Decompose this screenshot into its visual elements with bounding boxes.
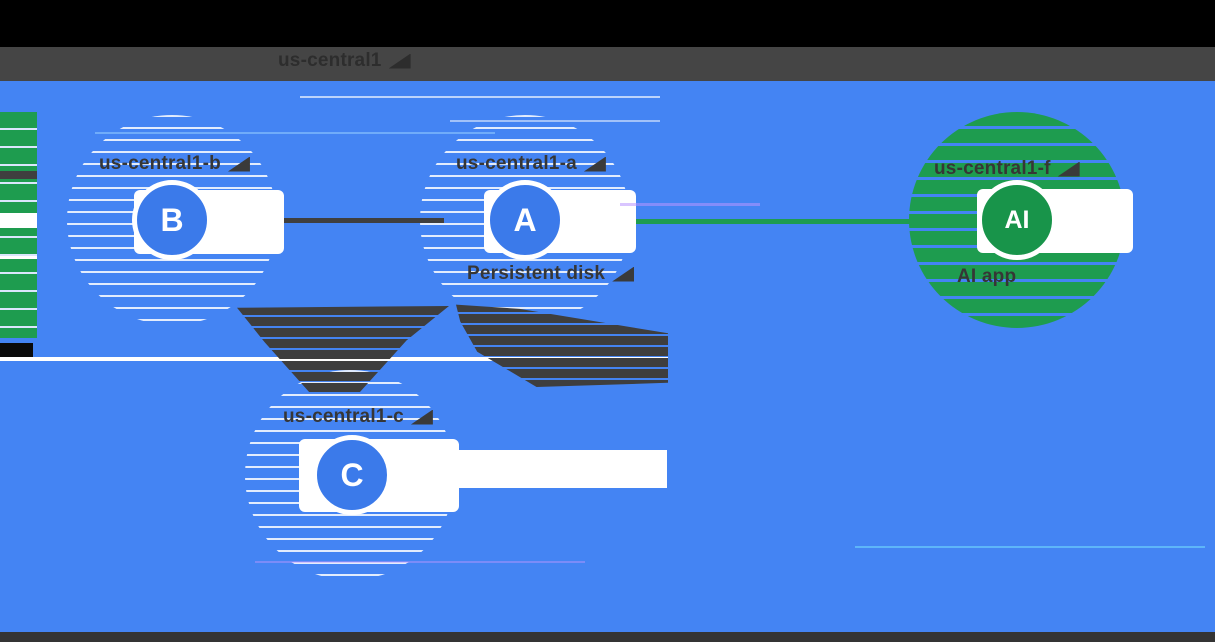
glitch-line <box>95 132 495 134</box>
pill-band-c-extension <box>455 450 667 488</box>
glitch-triangle-icon <box>1057 161 1080 177</box>
instance-node-c: C <box>312 435 392 515</box>
connector-a-ai <box>634 219 910 224</box>
region-title: us-central1 <box>278 50 411 72</box>
glitch-line <box>620 203 760 206</box>
glitch-line <box>855 546 1205 548</box>
instance-node-a: A <box>485 180 565 260</box>
instance-letter-c: C <box>340 456 364 493</box>
app-label-ai-text: AI app <box>957 266 1017 287</box>
instance-node-b: B <box>132 180 212 260</box>
zone-label-f: us-central1-f <box>934 158 1080 180</box>
region-header-bar <box>0 47 1215 81</box>
zone-label-f-text: us-central1-f <box>934 158 1051 179</box>
glitch-triangle-icon <box>583 156 606 172</box>
glitch-white-line <box>0 256 37 259</box>
zone-label-b: us-central1-b <box>99 153 250 175</box>
zone-label-a: us-central1-a <box>456 153 606 175</box>
glitch-dark-band <box>0 171 37 179</box>
instance-letter-ai: AI <box>1004 205 1030 234</box>
bottom-dark-bar <box>0 632 1215 642</box>
instance-letter-b: B <box>160 201 184 238</box>
glitch-triangle-icon <box>388 53 411 69</box>
glitch-line <box>300 96 660 98</box>
connector-b-a <box>282 218 444 223</box>
glitch-black-sliver <box>0 343 33 357</box>
glitch-white-band <box>0 213 37 228</box>
zone-label-c: us-central1-c <box>283 406 433 428</box>
app-label-a-text: Persistent disk <box>467 263 606 284</box>
zone-label-c-text: us-central1-c <box>283 406 404 427</box>
glitch-line <box>255 561 585 563</box>
top-black-bar <box>0 0 1215 47</box>
region-title-text: us-central1 <box>278 50 382 71</box>
app-label-ai: AI app <box>957 266 1016 288</box>
instance-node-ai: AI <box>977 180 1057 260</box>
glitch-triangle-icon <box>612 266 635 282</box>
glitch-triangle-icon <box>227 156 250 172</box>
zone-label-b-text: us-central1-b <box>99 153 221 174</box>
zone-label-a-text: us-central1-a <box>456 153 577 174</box>
glitch-triangle-icon <box>410 409 433 425</box>
app-label-a: Persistent disk <box>467 263 635 285</box>
glitch-line <box>450 120 660 122</box>
instance-letter-a: A <box>513 201 537 238</box>
